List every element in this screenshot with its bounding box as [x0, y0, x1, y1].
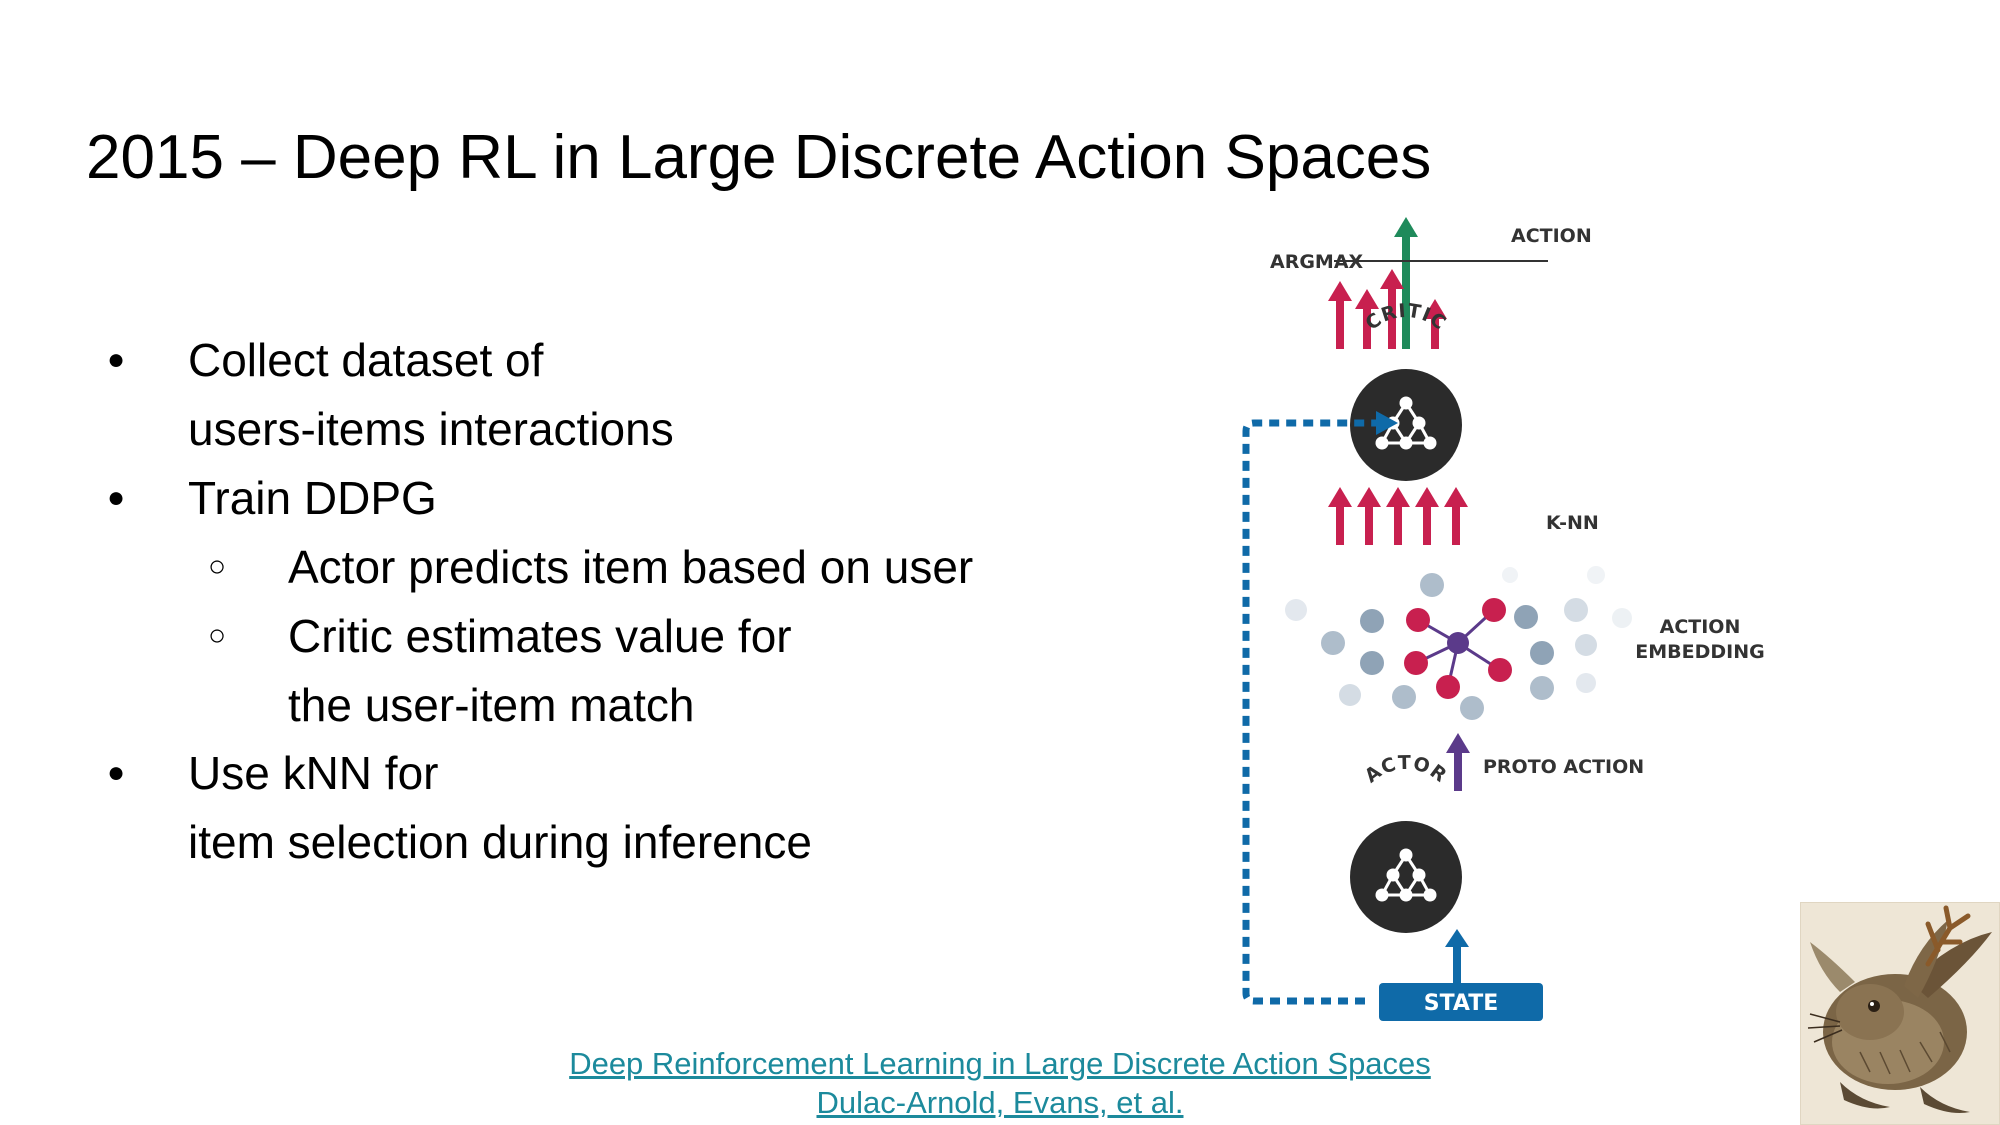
- bullet-line: item selection during inference: [188, 816, 812, 868]
- sub-bullet-line: Critic estimates value for: [288, 610, 792, 662]
- actor-network: [1350, 821, 1462, 933]
- bullet-line: Train DDPG: [188, 472, 437, 524]
- knn-label: K-NN: [1546, 512, 1599, 534]
- sub-bullet-circle-icon: ○: [208, 550, 227, 583]
- ddpg-knn-diagram: ACTION ARGMAX CRITIC K: [1242, 217, 1765, 1021]
- state-to-actor-arrow: [1445, 929, 1469, 983]
- action-embedding-label-line2: EMBEDDING: [1635, 641, 1764, 663]
- bullet-dot-icon: ●: [107, 756, 126, 789]
- bullet-line: users-items interactions: [188, 403, 674, 455]
- actor-label: ACTOR: [1361, 752, 1452, 787]
- proto-action-arrow: [1446, 733, 1470, 791]
- action-arrow: [1394, 217, 1418, 349]
- bullet-dot-icon: ●: [107, 343, 126, 376]
- sub-bullet-circle-icon: ○: [208, 619, 227, 652]
- action-label: ACTION: [1511, 225, 1592, 247]
- critic-network: [1350, 369, 1462, 481]
- dashed-arrow-head: [1376, 411, 1398, 435]
- state-box: STATE: [1379, 983, 1543, 1021]
- bullet-dot-icon: ●: [107, 481, 126, 514]
- proto-action-label: PROTO ACTION: [1483, 756, 1644, 778]
- state-to-critic-dashed-arrow: [1242, 419, 1378, 1005]
- hare-illustration-icon: [1800, 902, 2000, 1125]
- action-embedding-label-line1: ACTION: [1660, 616, 1741, 638]
- paper-authors-link[interactable]: Dulac-Arnold, Evans, et al.: [816, 1085, 1184, 1120]
- sub-bullet-line: the user-item match: [288, 679, 695, 731]
- sub-bullet-line: Actor predicts item based on user: [288, 541, 974, 593]
- argmax-label: ARGMAX: [1270, 251, 1364, 273]
- slide-title: 2015 – Deep RL in Large Discrete Action …: [86, 123, 1432, 192]
- bullet-line: Use kNN for: [188, 747, 439, 799]
- state-label: STATE: [1424, 991, 1499, 1016]
- bullet-line: Collect dataset of: [188, 334, 544, 386]
- paper-title-link[interactable]: Deep Reinforcement Learning in Large Dis…: [569, 1046, 1431, 1081]
- critic-output-arrows: [1328, 269, 1447, 349]
- action-embedding-cloud: [1285, 566, 1632, 720]
- knn-arrows: [1328, 487, 1468, 545]
